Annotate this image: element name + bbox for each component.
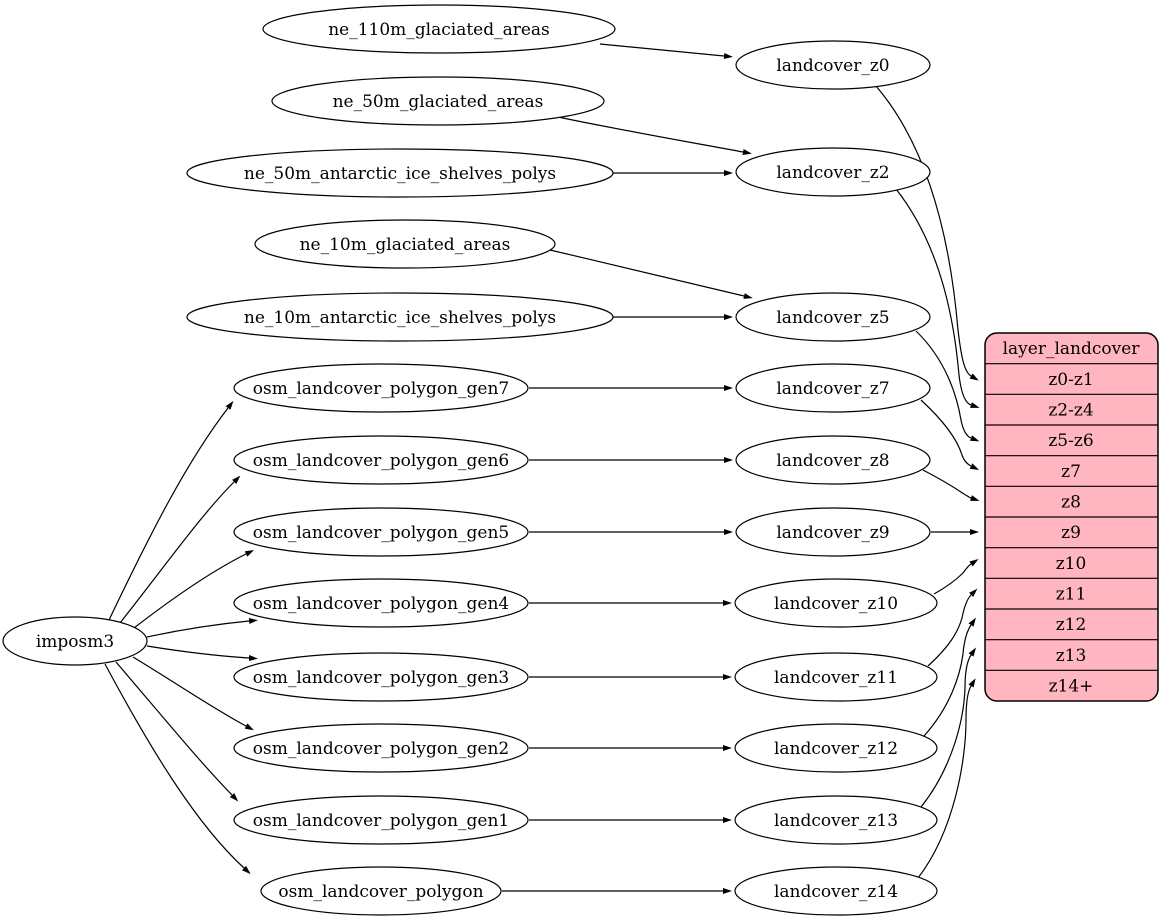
edge-z2-row bbox=[895, 188, 980, 408]
table-row-z12: z12 bbox=[1056, 615, 1087, 635]
node-label: osm_landcover_polygon_gen2 bbox=[253, 739, 509, 759]
node-ne-110m-glaciated-areas: ne_110m_glaciated_areas bbox=[262, 4, 616, 54]
edge-imposm3-gen3 bbox=[146, 645, 258, 661]
node-label: ne_50m_glaciated_areas bbox=[333, 92, 544, 112]
node-landcover-z11: landcover_z11 bbox=[734, 652, 938, 702]
layer-landcover-table: layer_landcover z0-z1 z2-z4 z5-z6 z7 z8 … bbox=[984, 332, 1159, 702]
node-landcover-z0: landcover_z0 bbox=[735, 40, 931, 90]
edge-z13-row bbox=[920, 647, 976, 808]
table-row-z0-z1: z0-z1 bbox=[1048, 370, 1093, 390]
table-row-z11: z11 bbox=[1056, 584, 1087, 604]
node-landcover-z2: landcover_z2 bbox=[735, 147, 931, 197]
node-imposm3: imposm3 bbox=[2, 616, 148, 666]
node-label: osm_landcover_polygon_gen1 bbox=[253, 811, 509, 831]
edge-z12-row bbox=[923, 617, 976, 737]
node-label: imposm3 bbox=[36, 632, 114, 652]
edge-z7-row bbox=[920, 399, 980, 471]
node-label: landcover_z13 bbox=[774, 811, 898, 831]
node-label: landcover_z2 bbox=[776, 163, 889, 183]
node-label: ne_10m_glaciated_areas bbox=[300, 235, 511, 255]
node-landcover-z13: landcover_z13 bbox=[734, 795, 938, 845]
node-label: osm_landcover_polygon_gen6 bbox=[253, 451, 509, 471]
edge-imposm3-gen6 bbox=[119, 475, 241, 624]
node-label: landcover_z0 bbox=[776, 56, 889, 76]
node-label: landcover_z12 bbox=[774, 739, 898, 759]
table-title: layer_landcover bbox=[1003, 339, 1141, 359]
edge-z0-row bbox=[875, 85, 979, 381]
edge-z8-row bbox=[922, 469, 980, 501]
edge-imposm3-gen4 bbox=[146, 618, 258, 638]
node-ne-10m-antarctic-ice-shelves-polys: ne_10m_antarctic_ice_shelves_polys bbox=[186, 292, 614, 342]
node-ne-50m-glaciated-areas: ne_50m_glaciated_areas bbox=[271, 76, 605, 126]
table-row-z2-z4: z2-z4 bbox=[1048, 400, 1093, 420]
edge-imposm3-polygon bbox=[104, 663, 251, 875]
node-label: osm_landcover_polygon_gen3 bbox=[253, 668, 509, 688]
edge-ne10mgl-z5 bbox=[549, 249, 753, 299]
node-osm-landcover-polygon-gen4: osm_landcover_polygon_gen4 bbox=[233, 578, 529, 628]
node-label: ne_10m_antarctic_ice_shelves_polys bbox=[244, 308, 556, 328]
node-landcover-z14: landcover_z14 bbox=[734, 866, 938, 916]
edge-z5-row bbox=[915, 330, 980, 442]
table-row-z7: z7 bbox=[1061, 462, 1081, 482]
node-label: landcover_z9 bbox=[776, 523, 889, 543]
node-label: ne_50m_antarctic_ice_shelves_polys bbox=[244, 164, 556, 184]
edge-imposm3-gen2 bbox=[132, 656, 254, 731]
table-row-z8: z8 bbox=[1061, 492, 1081, 512]
table-row-z13: z13 bbox=[1056, 646, 1087, 666]
node-landcover-z12: landcover_z12 bbox=[734, 723, 938, 773]
node-label: landcover_z8 bbox=[776, 451, 889, 471]
edge-z14-row bbox=[917, 678, 976, 879]
edge-imposm3-gen5 bbox=[133, 549, 255, 629]
node-label: osm_landcover_polygon_gen7 bbox=[253, 379, 509, 399]
node-landcover-z5: landcover_z5 bbox=[735, 292, 931, 342]
node-ne-50m-antarctic-ice-shelves-polys: ne_50m_antarctic_ice_shelves_polys bbox=[186, 148, 614, 198]
node-osm-landcover-polygon-gen7: osm_landcover_polygon_gen7 bbox=[233, 363, 529, 413]
edge-imposm3-gen1 bbox=[115, 661, 239, 802]
node-osm-landcover-polygon-gen6: osm_landcover_polygon_gen6 bbox=[233, 435, 529, 485]
node-osm-landcover-polygon: osm_landcover_polygon bbox=[260, 866, 502, 916]
node-osm-landcover-polygon-gen3: osm_landcover_polygon_gen3 bbox=[233, 652, 529, 702]
edge-imposm3-gen7 bbox=[108, 400, 234, 621]
node-label: landcover_z5 bbox=[776, 308, 889, 328]
node-ne-10m-glaciated-areas: ne_10m_glaciated_areas bbox=[254, 219, 556, 269]
edge-z11-row bbox=[927, 588, 978, 667]
node-label: landcover_z7 bbox=[776, 379, 889, 399]
node-label: landcover_z11 bbox=[774, 668, 898, 688]
table-row-z10: z10 bbox=[1056, 554, 1087, 574]
node-label: osm_landcover_polygon bbox=[278, 882, 483, 902]
edge-z10-row bbox=[933, 559, 979, 595]
edge-ne50mgl-z2 bbox=[557, 116, 752, 155]
table-row-z5-z6: z5-z6 bbox=[1048, 431, 1093, 451]
node-landcover-z7: landcover_z7 bbox=[735, 363, 931, 413]
edge-layer bbox=[104, 43, 980, 894]
node-landcover-z9: landcover_z9 bbox=[735, 507, 931, 557]
node-landcover-z8: landcover_z8 bbox=[735, 435, 931, 485]
node-label: landcover_z14 bbox=[774, 882, 898, 902]
node-label: osm_landcover_polygon_gen4 bbox=[253, 594, 509, 614]
node-label: landcover_z10 bbox=[774, 594, 898, 614]
node-label: osm_landcover_polygon_gen5 bbox=[253, 523, 509, 543]
node-landcover-z10: landcover_z10 bbox=[734, 578, 938, 628]
node-osm-landcover-polygon-gen5: osm_landcover_polygon_gen5 bbox=[233, 507, 529, 557]
node-osm-landcover-polygon-gen2: osm_landcover_polygon_gen2 bbox=[233, 723, 529, 773]
edge-ne110m-z0 bbox=[599, 43, 733, 59]
table-row-z9: z9 bbox=[1061, 523, 1081, 543]
node-label: ne_110m_glaciated_areas bbox=[328, 20, 550, 40]
table-row-z14plus: z14+ bbox=[1049, 676, 1094, 696]
node-osm-landcover-polygon-gen1: osm_landcover_polygon_gen1 bbox=[233, 795, 529, 845]
